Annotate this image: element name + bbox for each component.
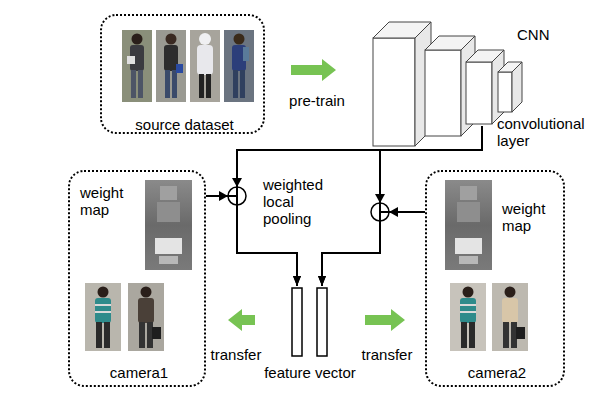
person-photo-part xyxy=(138,70,143,98)
person-photo-part xyxy=(190,30,220,102)
person-photo-part xyxy=(96,322,102,348)
weight-map-image-part xyxy=(159,256,178,264)
person-photo-part xyxy=(165,70,170,98)
person-photo-part xyxy=(95,298,111,323)
layer-label: convolutional layer xyxy=(497,115,615,149)
person-photo-part xyxy=(122,30,152,102)
operation-label: weighted local pooling xyxy=(263,176,335,227)
edge-label: transfer xyxy=(360,346,415,363)
person-photo-part xyxy=(234,34,245,45)
connector-line xyxy=(322,126,482,286)
person-photo-part xyxy=(243,47,249,61)
cnn-layers-part xyxy=(498,72,512,112)
edge-label: pre-train xyxy=(287,92,347,109)
person-photo-part xyxy=(131,70,136,98)
dataset-group: source dataset xyxy=(100,14,265,134)
person-photo-part xyxy=(516,327,525,339)
person-photo xyxy=(492,283,528,351)
person-photo-part xyxy=(132,34,143,45)
person-photo-part xyxy=(224,30,254,102)
person-photo-part xyxy=(95,304,111,306)
group-caption: source dataset xyxy=(102,116,267,133)
weight-map-image-part xyxy=(455,238,482,254)
person-photo-part xyxy=(127,56,135,64)
feature-vector-label: feature vector xyxy=(259,364,361,381)
person-photo xyxy=(128,283,164,351)
person-photo-part xyxy=(240,70,245,98)
cnn-title: CNN xyxy=(517,26,550,43)
connector-line xyxy=(322,212,425,286)
person-photo-part xyxy=(461,322,467,348)
person-photo-part xyxy=(128,283,164,351)
camera-group: weight map camera1 xyxy=(68,170,206,387)
camera-caption: camera2 xyxy=(427,364,567,381)
person-photo-part xyxy=(502,298,518,323)
person-photo-part xyxy=(460,311,476,313)
person-photo-part xyxy=(233,70,238,98)
person-photo-part xyxy=(172,70,177,98)
person-photo-part xyxy=(95,311,111,313)
person-photo-part xyxy=(206,74,211,98)
feature-vector-bars-part xyxy=(292,288,302,356)
person-photo-part xyxy=(164,45,178,71)
person-photo-part xyxy=(505,287,516,298)
feature-vector: feature vector xyxy=(259,286,361,386)
camera-group: weight map camera2 xyxy=(425,170,565,387)
feature-vector-bars xyxy=(292,288,327,356)
person-photo xyxy=(122,30,152,102)
weight-map-image xyxy=(145,180,192,270)
camera-caption: camera1 xyxy=(70,364,208,381)
person-photo-part xyxy=(469,322,475,348)
person-photo xyxy=(450,283,486,351)
person-photo-part xyxy=(98,287,109,298)
person-photo xyxy=(156,30,186,102)
weight-map-image-part xyxy=(160,186,177,200)
person-photo-part xyxy=(104,322,110,348)
person-photo-part xyxy=(463,287,474,298)
person-photo-part xyxy=(139,322,145,348)
person-photo-part xyxy=(199,33,211,45)
person-photo-part xyxy=(197,45,213,75)
edge-label: transfer xyxy=(209,346,264,363)
person-photo xyxy=(224,30,254,102)
cnn-layers-part xyxy=(425,50,461,136)
weight-map-image-part xyxy=(155,238,182,254)
person-photo-part xyxy=(492,283,528,351)
person-photo-part xyxy=(156,30,186,102)
person-photo-part xyxy=(138,298,154,323)
person-photo-part xyxy=(460,298,476,323)
weight-map-label: weight map xyxy=(502,200,560,234)
person-photo-part xyxy=(152,327,161,339)
person-photo-part xyxy=(176,64,183,73)
block-arrow xyxy=(291,59,336,81)
person-photo-part xyxy=(166,34,177,45)
person-photo-part xyxy=(460,304,476,306)
weight-map-label: weight map xyxy=(80,184,138,218)
cnn-block: CNN xyxy=(372,2,552,126)
person-photo-part xyxy=(450,283,486,351)
weight-map-image-part xyxy=(445,180,492,270)
weight-map-image-part xyxy=(145,180,192,270)
weight-map-image-part xyxy=(457,202,480,222)
cnn-layers-part xyxy=(466,62,492,124)
person-photo-part xyxy=(85,283,121,351)
connector-line xyxy=(237,126,482,286)
cnn-layers-part xyxy=(512,62,522,112)
person-photo-part xyxy=(503,322,509,348)
person-photo-part xyxy=(141,287,152,298)
person-photo-part xyxy=(199,74,204,98)
block-arrow xyxy=(365,309,405,331)
cnn-layers-part xyxy=(373,38,415,146)
weight-map-image xyxy=(445,180,492,270)
weight-map-image-part xyxy=(157,202,180,222)
person-photo xyxy=(190,30,220,102)
block-arrow xyxy=(228,309,255,331)
weight-map-image-part xyxy=(460,186,477,200)
feature-vector-bars-part xyxy=(317,288,327,356)
weight-map-image-part xyxy=(459,256,478,264)
person-photo xyxy=(85,283,121,351)
